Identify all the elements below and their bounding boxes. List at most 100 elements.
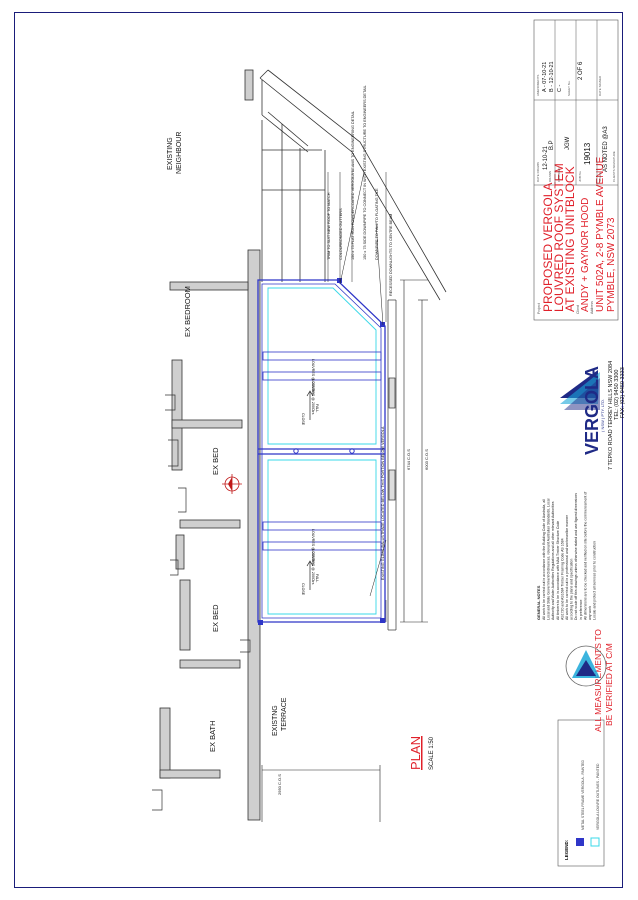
site-address-1: UNIT 502A, 2-8 PYMBLE AVENUE — [595, 156, 606, 312]
neighbour-walls — [259, 69, 447, 301]
company-tel-line: TEL: (02) 9450 3300 — [614, 370, 620, 420]
dim-6003: 6003 C.O.S — [424, 449, 429, 470]
room-label-ex-bed-mid: EX BED — [211, 447, 220, 475]
general-note-line: All timbers to be in accordance with NAA… — [556, 521, 560, 620]
dim-6744: 6744 C.O.S — [406, 449, 411, 470]
general-note-line: Authority and Water Authorities Regulati… — [551, 501, 555, 620]
fall-label-2: FALL — [315, 574, 319, 582]
legend-swatch-louvre — [590, 837, 600, 847]
company-address: 7 TEPKO ROAD TERREY HILLS NSW 2084 — [608, 361, 614, 470]
company-mark-icon — [565, 645, 607, 687]
note-fall-tile: DOWNPIPE TO FALL TO FLOATING TILE — [375, 188, 379, 260]
general-note-line: according to the plans and specification — [570, 559, 574, 620]
measurement-note-line1: ALL MEASUREMENTS TO — [593, 629, 603, 732]
room-label-ex-bed-left: EX BED — [211, 604, 220, 632]
fall-arrows — [306, 390, 314, 590]
tb-date-sign-label: DATE SIGNED — [598, 75, 602, 96]
plan-scale: SCALE 1:50 — [429, 736, 435, 770]
company-fax-line: FAX: (02) 9450 3333 — [620, 367, 626, 418]
project-title-3: AT EXISTING UNITBLOCK — [563, 166, 577, 312]
general-notes: GENERAL NOTES All work to be carried out… — [536, 492, 597, 620]
address-label: Address — [590, 301, 594, 314]
vergola-frame — [257, 279, 386, 623]
legend-swatch-frame — [576, 838, 584, 846]
room-label-ex-bedroom: EX BEDROOM — [183, 286, 192, 337]
vergola-logo-icon — [560, 370, 600, 410]
room-label-existing-neighbour: EXISTING — [167, 137, 174, 170]
project-title-1: PROPOSED VERGOLA — [541, 183, 555, 312]
general-note-line: Local and State Government Ordinances, r… — [547, 498, 551, 620]
project-label: Project — [537, 303, 541, 314]
legend: LEGEND: METAL STEEL FRAME VERGOLA - PAIN… — [557, 719, 605, 867]
general-note-line: AS1720 and AS1684 Timber Framing Code AS… — [560, 538, 564, 620]
tb-sheet-label: SHEET No. — [567, 80, 571, 96]
louvre-label-1: LOUVRES @ 200Ctrs — [311, 359, 315, 395]
louvre-bands — [262, 351, 382, 551]
legend-item-louvre: VERGOLA LOUVRE OUTLINES - PAINTED — [596, 763, 600, 830]
tb-scale-label: SCALE — [598, 172, 602, 182]
fall-label-1: FALL — [315, 404, 319, 412]
note-beams: 150 x 75 FLAT RUN POWDERCOATED VERGOLA B… — [351, 111, 355, 260]
company-sub: ( NSW ) PTY. LTD. — [600, 399, 605, 432]
louvre-label-3: LOUVRES @ 200Ctrs — [311, 529, 315, 565]
measurement-note-line2: BE VERIFIED AT C/M — [604, 643, 614, 726]
louvre-outlines — [267, 287, 377, 615]
note-balustrade: EXISTING GLASS BALUSTRADE LOCATED BELOW … — [381, 426, 385, 580]
general-note-line: Do not scale off this drawings unless ot… — [574, 493, 578, 620]
plan-title: PLAN — [408, 736, 423, 770]
legend-title: LEGEND: — [564, 839, 569, 860]
dimension-lines — [261, 279, 428, 822]
tb-date: 12-10-21 — [543, 145, 549, 170]
tb-date-label: DATE DRAWN — [536, 162, 540, 182]
tb-drawn: B.P — [549, 140, 555, 150]
note-downpipe: 150 x 75 SIDE DOWNPIPE TO CONNECT IN WIT… — [363, 85, 367, 260]
tb-scale: AS NOTED @A3 — [603, 126, 609, 172]
room-label-existing-neighbour-2: NEIGHBOUR — [176, 132, 183, 174]
title-block-grid — [534, 20, 618, 185]
general-note-line: in preference — [579, 600, 583, 620]
tb-job-label: JOB No. — [578, 170, 582, 182]
legend-item-frame: METAL STEEL FRAME VERGOLA - PAINTED — [581, 760, 585, 830]
louvre-label-2: LOUVRES @ 200Ctrs — [311, 379, 315, 415]
tb-rev-b: B - 12-10-21 — [549, 61, 555, 92]
general-notes-title: GENERAL NOTES — [536, 585, 541, 620]
general-note-line: Locate and protect all services prior to… — [593, 541, 597, 620]
tb-checked: JGW — [565, 136, 571, 150]
company-name: VERGOLA — [582, 366, 602, 455]
tb-checked-label: CHECKED — [557, 166, 561, 182]
close-label-2: CLOSE — [301, 583, 305, 596]
note-trim: TRIM TO SUIT NEW ROOF TO MATCH — [327, 192, 331, 260]
note-downlights: RECESSED DOWNLIGHTS TO CENTRE BEAM — [389, 214, 393, 296]
centre-beam-light — [293, 448, 299, 454]
louvre-label-4: LOUVRES @ 200Ctrs — [311, 549, 315, 585]
dim-2950: 2950 C.O.S — [277, 774, 282, 795]
general-note-line: All work to be carried out in accordance… — [542, 499, 546, 620]
note-gutters: COLOURBONDED GUTTERS — [339, 208, 343, 260]
client-label: Client — [576, 305, 580, 314]
wall-cutouts — [152, 394, 251, 811]
room-label-existing-terrace: EXISTNG — [272, 705, 279, 736]
tb-sheet: 2 OF 6 — [578, 61, 584, 80]
tb-rev-a: A - 07-10-21 — [542, 62, 548, 92]
tb-job: 19013 — [583, 142, 592, 165]
centre-beam-light — [349, 448, 355, 454]
north-arrow-icon — [228, 477, 232, 491]
note-leaders — [327, 171, 387, 622]
close-label-1: CLOSE — [301, 413, 305, 426]
right-wall-strip — [387, 299, 397, 631]
room-label-existing-terrace-2: TERRACE — [281, 697, 288, 731]
general-note-line: All dimensions are to be checked and ver… — [583, 492, 587, 620]
general-note-line: All work to be carried out in a professi… — [565, 514, 569, 620]
room-label-ex-bath: EX BATH — [208, 720, 217, 752]
title-block-values: DATE DRAWN 12-10-21 DRAWN B.P CHECKED JG… — [536, 61, 616, 182]
existing-walls — [159, 69, 261, 821]
drawing-sheet-border — [14, 12, 623, 888]
tb-rev-c: C - — [557, 85, 563, 93]
project-block: Project PROPOSED VERGOLA LOUVRED ROOF SY… — [537, 156, 617, 314]
tb-drawn-label: DRAWN — [548, 171, 552, 182]
site-address-2: PYMBLE, NSW 2073 — [606, 217, 617, 312]
client-name: ANDY + GAYNOR HOOD — [580, 198, 591, 312]
project-title-2: LOUVRED ROOF SYSTEM — [552, 163, 566, 312]
company-block: VERGOLA ( NSW ) PTY. LTD. 7 TEPKO ROAD T… — [560, 361, 614, 470]
